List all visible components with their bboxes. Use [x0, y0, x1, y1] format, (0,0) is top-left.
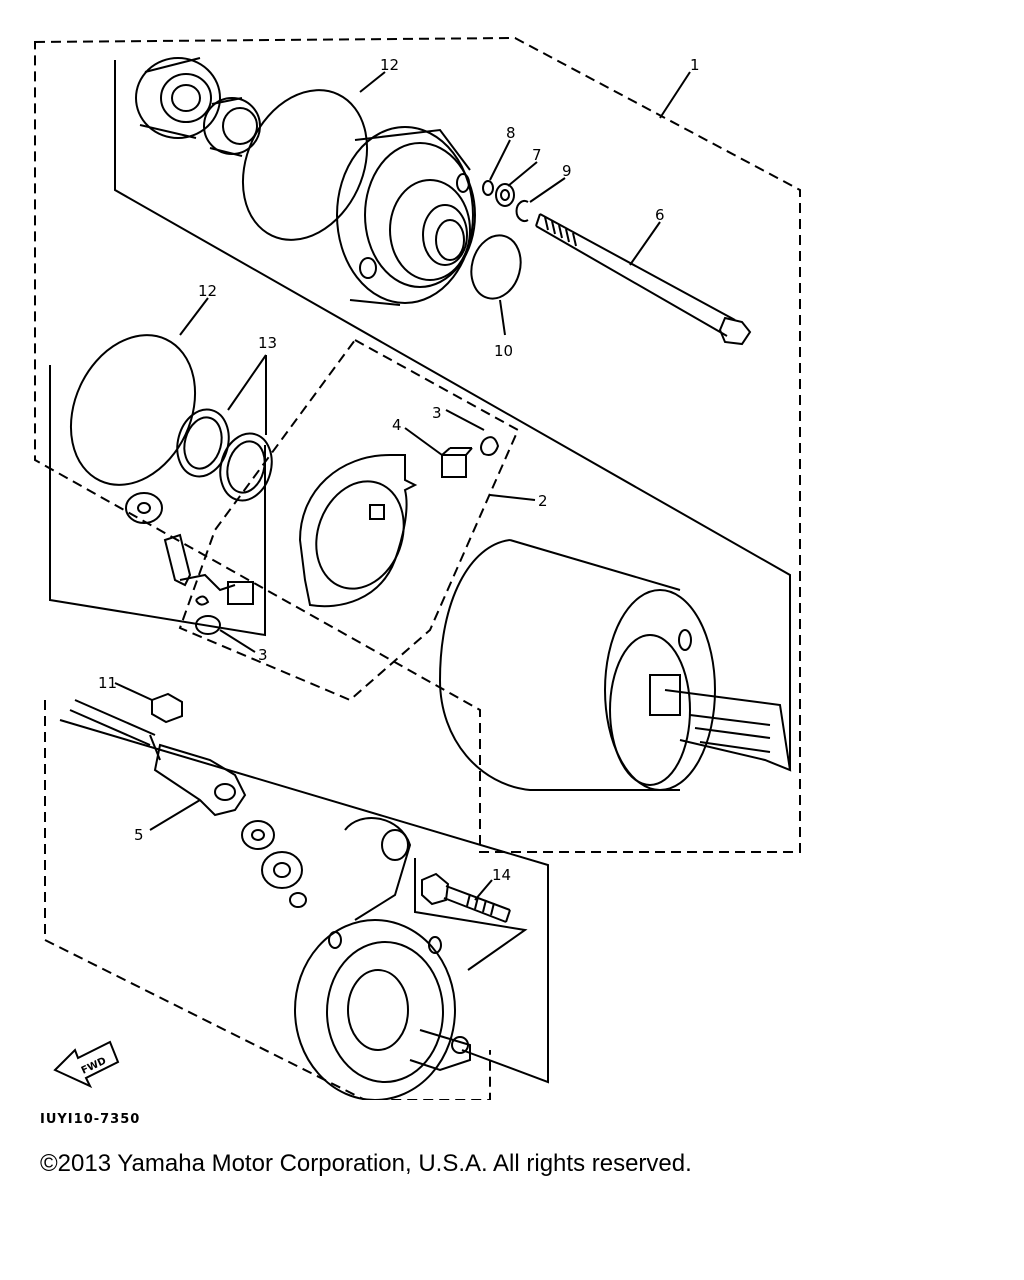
- callout-3-left: 3: [258, 646, 268, 664]
- o-ring-12-middle: [69, 334, 197, 486]
- o-ring-12-top: [241, 89, 369, 241]
- washer-7: [495, 183, 515, 207]
- bushing-left: [195, 615, 221, 635]
- leader-11: [114, 682, 153, 701]
- lead-wire: [69, 699, 161, 761]
- washer-rear-a: [241, 820, 275, 850]
- leader-5: [149, 799, 201, 831]
- front-cover: [336, 126, 476, 306]
- callout-1: 1: [690, 56, 700, 74]
- leader-1: [659, 71, 691, 119]
- yoke: [438, 539, 792, 791]
- spring-3-left: [195, 595, 210, 606]
- callout-8: 8: [506, 124, 516, 142]
- callout-10: 10: [494, 342, 513, 360]
- leader-14: [474, 879, 493, 901]
- nut-11: [151, 692, 183, 724]
- ring-terminal-5: [153, 743, 247, 817]
- brush-4: [441, 447, 473, 478]
- washer-7-inner: [500, 189, 510, 201]
- callout-6: 6: [655, 206, 665, 224]
- o-ring-10: [470, 234, 522, 300]
- diagram-code: IUYI10-7350: [40, 1112, 141, 1127]
- front-cover-kit-outline: [114, 60, 791, 770]
- leader-3-left: [219, 629, 256, 653]
- callout-2: 2: [538, 492, 548, 510]
- bolt-kit-outline: [414, 858, 528, 971]
- fwd-arrow-icon: FWD: [53, 1040, 120, 1089]
- bolt-14: [421, 872, 511, 923]
- insulator-inner: [137, 502, 151, 514]
- rear-cover-kit-outline: [59, 719, 549, 1084]
- callout-4: 4: [392, 416, 402, 434]
- leader-13: [227, 354, 267, 435]
- leader-7: [507, 161, 538, 187]
- washer-13-a-inner: [183, 416, 223, 470]
- assembly-1-outline: [34, 36, 801, 853]
- callout-11: 11: [98, 674, 117, 692]
- callout-7: 7: [532, 146, 542, 164]
- washer-rear-a-inner: [251, 829, 265, 841]
- leader-8: [489, 139, 511, 181]
- leader-10: [499, 299, 506, 336]
- washer-8: [482, 180, 494, 196]
- callout-5: 5: [134, 826, 144, 844]
- clip-9: [515, 200, 529, 222]
- washer-rear-b-inner: [273, 862, 291, 878]
- brush-kit-left-outline: [49, 365, 266, 637]
- washer-rear-b: [261, 851, 303, 889]
- brush-holder-plate: [298, 454, 418, 608]
- leader-2: [489, 494, 536, 501]
- spring-3-right: [480, 436, 500, 456]
- leader-6: [629, 221, 661, 266]
- leader-12-middle: [179, 297, 209, 336]
- oil-seal: [203, 97, 261, 157]
- rear-group-outline: [44, 700, 491, 1100]
- copyright-notice: ©2013 Yamaha Motor Corporation, U.S.A. A…: [40, 1150, 692, 1177]
- brush-holder-kit-outline: [178, 338, 520, 702]
- leader-9: [529, 177, 566, 203]
- terminal-bolt: [163, 533, 254, 605]
- starter-motor-exploded-diagram: 1 2 3 3 4 5 6 7 8 9 10 11 12 12 13 14 FW…: [34, 36, 801, 1100]
- bearing: [135, 57, 221, 139]
- leader-4: [404, 427, 443, 456]
- washer-13-b: [219, 432, 273, 502]
- rear-cover: [294, 817, 471, 1100]
- washer-13-a: [176, 408, 230, 478]
- insulator: [125, 492, 163, 524]
- callout-12-middle: 12: [198, 282, 217, 300]
- o-ring-small: [289, 892, 307, 908]
- callout-14: 14: [492, 866, 511, 884]
- leader-3-right: [445, 409, 485, 431]
- callout-12-top: 12: [380, 56, 399, 74]
- through-bolt-6: [535, 213, 752, 346]
- leader-12-top: [359, 71, 386, 93]
- callout-3-right: 3: [432, 404, 442, 422]
- callout-13: 13: [258, 334, 277, 352]
- callout-9: 9: [562, 162, 572, 180]
- washer-13-b-inner: [226, 440, 266, 494]
